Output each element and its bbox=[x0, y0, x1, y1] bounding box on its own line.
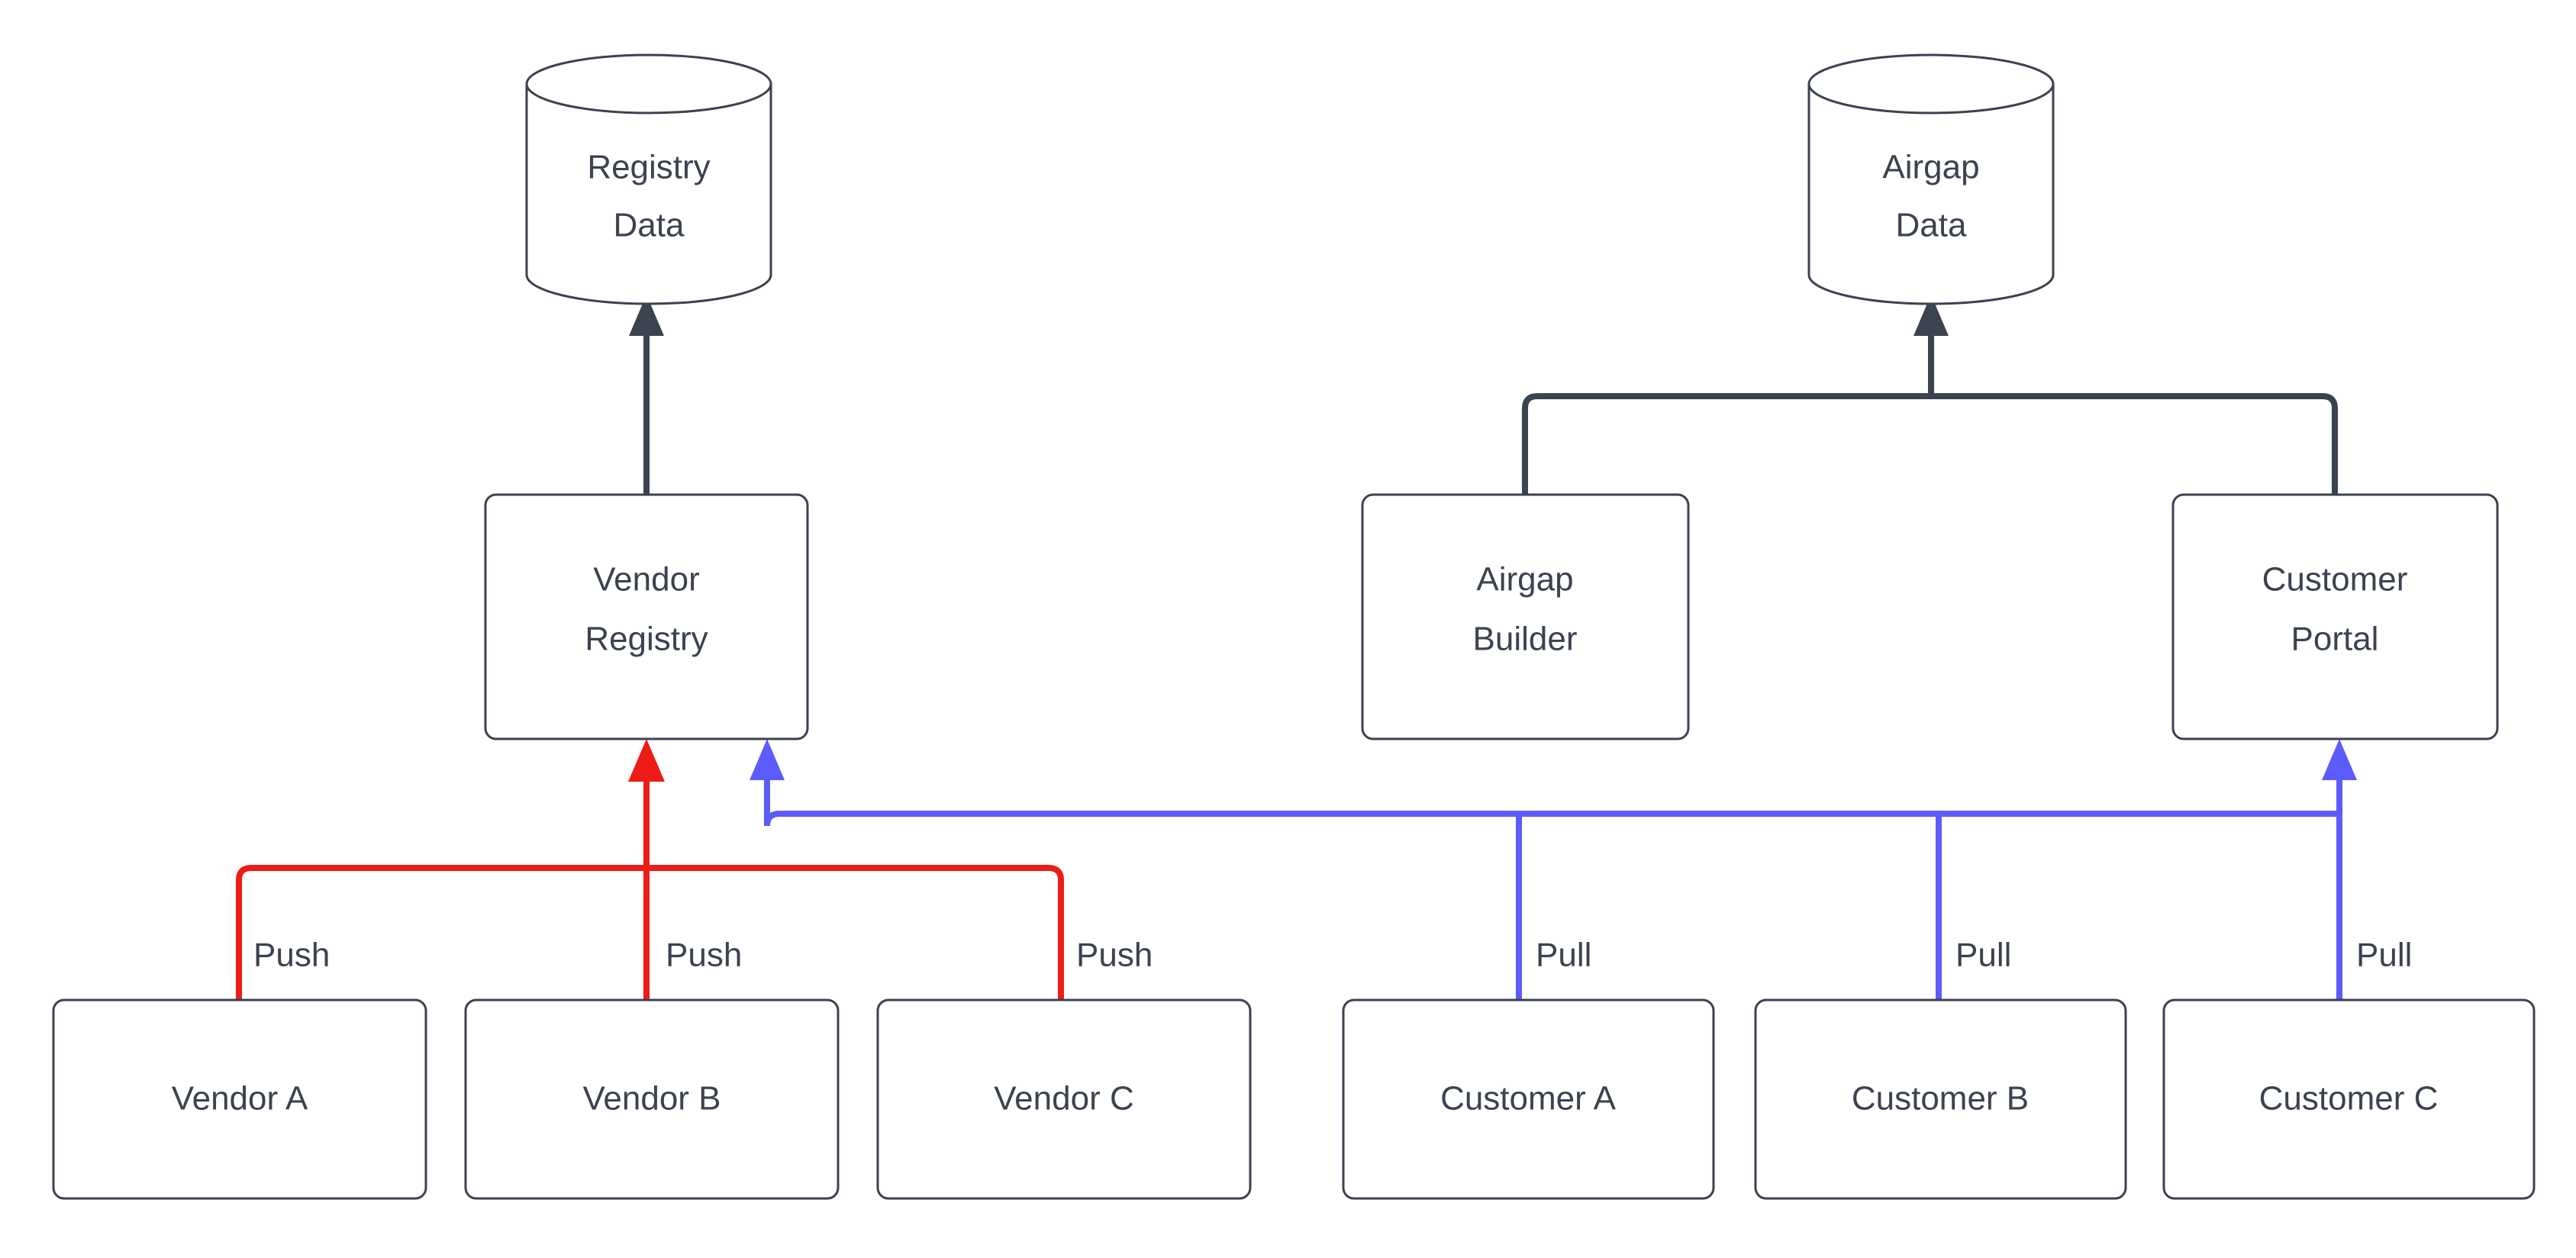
edge-label-push-vendor-c: Push bbox=[1076, 937, 1153, 974]
node-box bbox=[2171, 493, 2499, 740]
datastore-label-line1: Airgap bbox=[1882, 149, 1979, 186]
cylinder-top-ellipse bbox=[1807, 53, 2055, 115]
datastore-registry-data[interactable]: Registry Data bbox=[525, 53, 772, 305]
cylinder-top-ellipse bbox=[525, 53, 772, 115]
arrow-head-up-icon bbox=[629, 295, 664, 336]
node-vendor-b[interactable]: Vendor B bbox=[464, 998, 840, 1200]
node-vendor-c[interactable]: Vendor C bbox=[876, 998, 1252, 1200]
datastore-label-line2: Data bbox=[614, 207, 685, 244]
node-customer-a[interactable]: Customer A bbox=[1342, 998, 1715, 1200]
edge-line bbox=[646, 865, 1064, 1000]
datastore-label-line2: Data bbox=[1896, 207, 1967, 244]
arrow-head-up-icon bbox=[2322, 739, 2357, 780]
node-label-line1: Vendor bbox=[593, 561, 699, 598]
node-label: Customer A bbox=[1440, 1080, 1617, 1118]
node-label-line1: Customer bbox=[2262, 561, 2408, 598]
node-vendor-registry[interactable]: Vendor Registry bbox=[484, 493, 809, 740]
cylinder-body bbox=[525, 82, 772, 305]
edge-vendor-registry-to-registry-data bbox=[629, 295, 664, 495]
edge-line bbox=[1522, 393, 1931, 495]
arrow-head-up-icon bbox=[750, 739, 785, 780]
edge-customer-portal-to-airgap-data bbox=[1931, 393, 2338, 495]
node-label: Vendor C bbox=[994, 1080, 1133, 1118]
edge-line bbox=[764, 811, 2339, 827]
edge-label-push-vendor-b: Push bbox=[666, 937, 742, 974]
node-box bbox=[464, 998, 840, 1200]
node-box bbox=[1754, 998, 2127, 1200]
node-airgap-builder[interactable]: Airgap Builder bbox=[1361, 493, 1690, 740]
node-box bbox=[1361, 493, 1690, 740]
edge-label-pull-customer-c: Pull bbox=[2356, 937, 2412, 974]
edge-label-pull-customer-a: Pull bbox=[1536, 937, 1591, 974]
edge-push-riser-to-vendor-registry bbox=[628, 739, 665, 868]
node-vendor-a[interactable]: Vendor A bbox=[52, 998, 427, 1200]
arrow-head-up-icon bbox=[1913, 295, 1949, 336]
node-label: Vendor A bbox=[172, 1080, 308, 1118]
edge-pull-riser-to-customer-portal bbox=[2322, 739, 2357, 814]
node-box bbox=[1342, 998, 1715, 1200]
node-label-line2: Builder bbox=[1473, 621, 1578, 658]
node-box bbox=[52, 998, 427, 1200]
arrow-head-up-icon bbox=[628, 739, 665, 782]
edge-line bbox=[1931, 393, 2338, 495]
node-box bbox=[484, 493, 809, 740]
node-box bbox=[876, 998, 1252, 1200]
node-customer-c[interactable]: Customer C bbox=[2162, 998, 2536, 1200]
node-box bbox=[2162, 998, 2536, 1200]
datastore-airgap-data[interactable]: Airgap Data bbox=[1807, 53, 2055, 305]
cylinder-body bbox=[1807, 82, 2055, 305]
edge-pull-riser-to-vendor-registry bbox=[750, 739, 785, 826]
node-customer-portal[interactable]: Customer Portal bbox=[2171, 493, 2499, 740]
edge-push-vendor-c bbox=[646, 865, 1064, 1000]
edge-label-push-vendor-a: Push bbox=[253, 937, 330, 974]
node-label: Vendor B bbox=[582, 1080, 721, 1118]
node-label-line2: Registry bbox=[585, 621, 708, 658]
node-label-line2: Portal bbox=[2291, 621, 2379, 658]
edge-airgap-builder-to-airgap-data bbox=[1522, 393, 1931, 495]
edge-push-vendor-a bbox=[236, 865, 646, 1000]
edge-airgap-bus-riser bbox=[1913, 295, 1949, 396]
edge-line bbox=[236, 865, 646, 1000]
node-label-line1: Airgap bbox=[1476, 561, 1573, 598]
edge-pull-horizontal-bus bbox=[764, 811, 2339, 827]
datastore-label-line1: Registry bbox=[587, 149, 710, 186]
node-label: Customer B bbox=[1852, 1080, 2029, 1118]
edge-label-pull-customer-b: Pull bbox=[1955, 937, 2011, 974]
node-label: Customer C bbox=[2259, 1080, 2439, 1118]
node-customer-b[interactable]: Customer B bbox=[1754, 998, 2127, 1200]
